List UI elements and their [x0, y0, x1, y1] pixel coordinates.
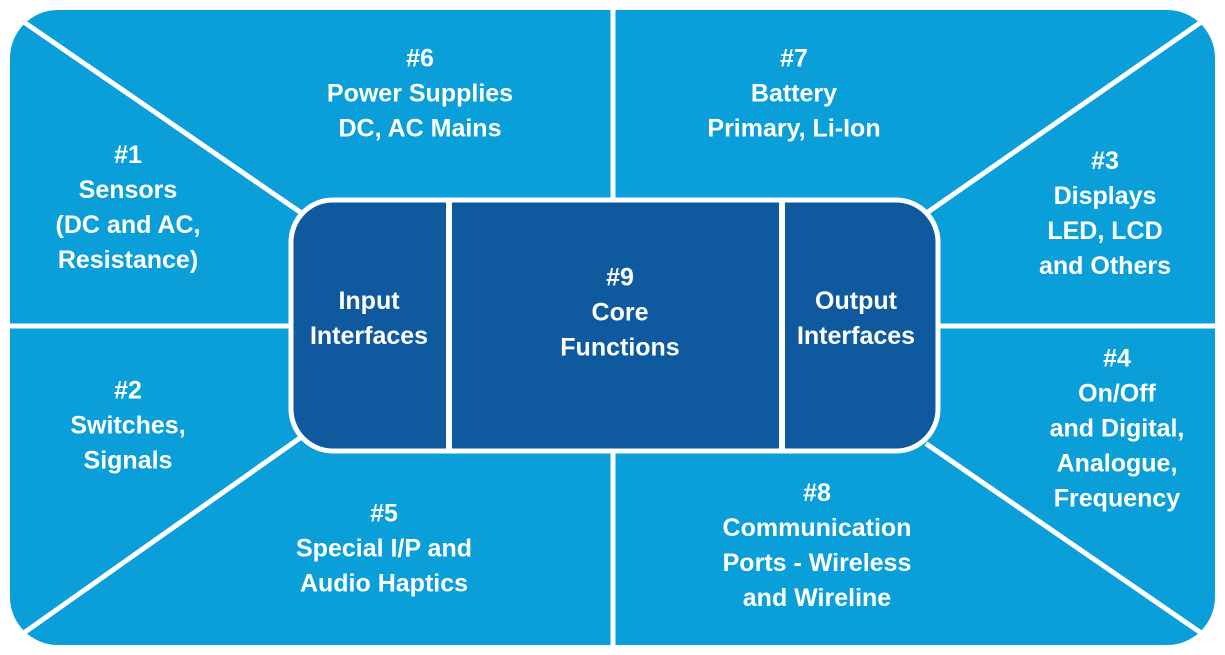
section-detail: Ports - Wireless — [722, 549, 912, 577]
section-sensors: #1 Sensors (DC and AC, Resistance) — [56, 138, 201, 278]
section-battery: #7 Battery Primary, Li-Ion — [707, 42, 880, 147]
diagonal-top-left — [14, 14, 304, 216]
section-detail: Audio Haptics — [299, 569, 469, 598]
section-detail: and Wireline — [742, 584, 892, 612]
section-title: Switches, — [70, 411, 186, 440]
section-detail: Signals — [83, 446, 173, 475]
section-number: #7 — [780, 44, 808, 73]
core-label: Output — [815, 287, 897, 315]
section-detail: and Digital, — [1049, 414, 1185, 443]
core-input-interfaces: Input Interfaces — [310, 284, 428, 354]
core-label: Functions — [560, 333, 680, 362]
core-label: Interfaces — [309, 322, 429, 350]
core-label: Core — [591, 298, 649, 327]
diagonal-bottom-left — [14, 434, 304, 641]
section-number: #3 — [1091, 147, 1119, 175]
section-switches: #2 Switches, Signals — [70, 374, 185, 479]
section-number: #5 — [370, 499, 398, 528]
section-detail: (DC and AC, — [55, 211, 201, 239]
core-label: Input — [338, 287, 400, 315]
section-detail: Primary, Li-Ion — [707, 114, 881, 143]
section-number: #4 — [1103, 344, 1131, 373]
core-dividers — [446, 202, 785, 449]
section-title: Special I/P and — [295, 534, 473, 563]
section-detail: DC, AC Mains — [338, 114, 502, 143]
core-functions: #9 Core Functions — [560, 261, 679, 366]
section-detail: Frequency — [1053, 484, 1181, 513]
section-detail: LED, LCD — [1047, 217, 1163, 245]
section-title: Power Supplies — [326, 79, 514, 108]
section-title: Battery — [750, 79, 838, 108]
section-number: #6 — [406, 44, 434, 73]
section-number: #1 — [114, 141, 142, 169]
section-number: #2 — [114, 376, 142, 405]
diagonal-top-right — [924, 14, 1211, 216]
section-displays: #3 Displays LED, LCD and Others — [1039, 144, 1171, 284]
section-title: Displays — [1053, 182, 1157, 210]
core-number: #9 — [606, 263, 634, 292]
section-power-supplies: #6 Power Supplies DC, AC Mains — [327, 42, 513, 147]
section-detail: Analogue, — [1056, 449, 1178, 478]
core-box — [288, 197, 941, 454]
section-communication: #8 Communication Ports - Wireless and Wi… — [723, 476, 912, 616]
section-number: #8 — [803, 479, 831, 507]
divider-lines — [3, 5, 1222, 653]
section-title: Communication — [722, 514, 912, 542]
core-label: Interfaces — [796, 322, 916, 350]
section-title: On/Off — [1078, 379, 1156, 408]
section-on-off: #4 On/Off and Digital, Analogue, Frequen… — [1050, 342, 1185, 517]
section-detail: Resistance) — [57, 246, 199, 274]
diagonal-bottom-right — [924, 441, 1211, 641]
section-detail: and Others — [1039, 252, 1171, 280]
core-output-interfaces: Output Interfaces — [797, 284, 915, 354]
section-special-io: #5 Special I/P and Audio Haptics — [296, 497, 472, 602]
section-title: Sensors — [78, 176, 178, 204]
